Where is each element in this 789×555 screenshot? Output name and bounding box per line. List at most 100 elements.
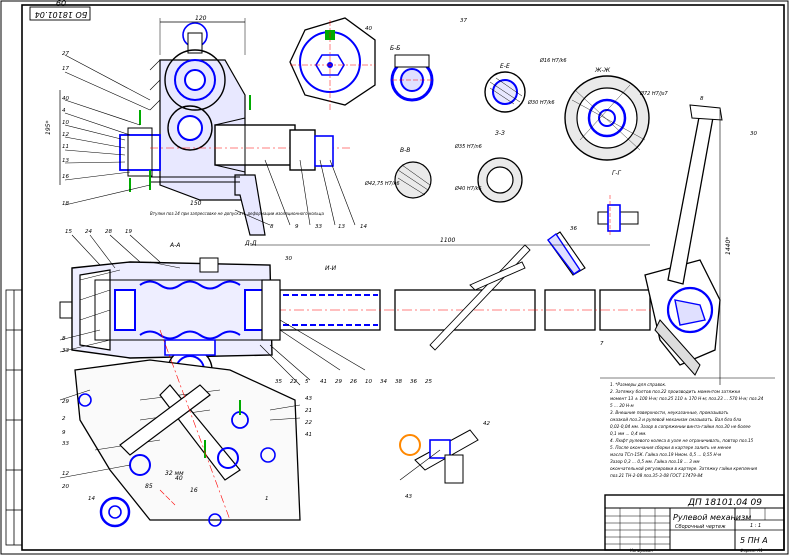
callout: 36 (570, 226, 577, 232)
callout: 4 (62, 108, 66, 114)
title-block-code: ДП 18101.04 09 (687, 498, 762, 508)
main-gear-section (59, 234, 366, 528)
dimension-label: 32 мм (165, 470, 184, 477)
callout: 9 (295, 224, 299, 230)
section-G-G-bolt (597, 195, 639, 235)
callout: 8 (62, 336, 66, 342)
callout: 41 (305, 432, 312, 438)
footer-format: Формат А1 (740, 548, 763, 553)
callout: 34 (380, 379, 387, 385)
note-line: поз.21 ТН-2-08 поз.35-3-08 ГОСТ 17479-84 (610, 473, 703, 478)
callout: 11 (62, 144, 69, 150)
note-line: 0,1 мм ... 0,4 мм. (610, 431, 647, 436)
callout: 9 (62, 430, 66, 436)
callout: 43 (405, 494, 412, 500)
fit-annotations: Ø16 H7/k6 Ø30 H7/k6 Ø35 H7/n6 Ø40 H7/k6 … (364, 57, 669, 192)
callouts-top: 9 33 13 14 8 40 37 35 22 5 41 29 26 10 3… (270, 18, 490, 427)
section-B-B (390, 54, 434, 102)
steering-column (60, 104, 723, 385)
callout: 8 (270, 224, 274, 230)
callouts-right: 30 8 7 36 30 1 43 (265, 96, 757, 502)
callout: 25 (425, 379, 432, 385)
section-label: И-И (325, 265, 337, 272)
section-label: З-З (495, 130, 505, 137)
title-block-scale: 1 : 1 (750, 523, 761, 529)
callout: 33 (315, 224, 322, 230)
dimensions-text: 120 195* 1100 1440* 150 40 16 32 мм 85 (45, 15, 732, 494)
section-labels: Б-Б В-В Е-Е Ж-Ж З-З Г-Г А-А Д-Д И-И (169, 45, 622, 272)
technical-notes: 1. *Размеры для справок. 2. Затяжку болт… (610, 382, 764, 478)
detail-tie-rod (399, 429, 479, 484)
dimension-label: 1100 (440, 237, 455, 244)
note-line: 3. Внешние поверхности, неуказанные, про… (610, 410, 729, 415)
note-line: смазкой поз.3 и рулевой механизм смазыва… (610, 417, 742, 422)
callout: 10 (62, 120, 69, 126)
callout: 20 (62, 484, 69, 490)
note-line: окончательной регулировки в картере. Зат… (610, 466, 758, 471)
callout: 26 (350, 379, 357, 385)
note-line: 5. После окончания сборки в картере зали… (610, 445, 732, 450)
callout: 10 (365, 379, 372, 385)
callout: 14 (88, 496, 95, 502)
fit-label: Ø40 H7/k6 (454, 185, 482, 192)
callout: 12 (62, 132, 69, 138)
callout: 8 (700, 96, 704, 102)
callout: 1 (265, 496, 269, 502)
callout: 2 (62, 416, 66, 422)
callouts-left: 27 17 40 4 10 12 11 13 16 18 15 24 28 19… (62, 51, 312, 502)
section-label: А-А (169, 242, 180, 249)
fit-label: Ø35 H7/n6 (454, 143, 482, 150)
section-label: Д-Д (244, 240, 257, 247)
note-line: 0,02-0,04 мм. Зазор в сопряжении винта-г… (610, 424, 751, 429)
assembly-note: Втулки поз.14 при запрессовке не допуска… (150, 211, 324, 216)
note-line: момент 13 ± 100 Н·м; поз.25 110 ± 170 Н·… (610, 396, 764, 401)
section-V-V (394, 161, 432, 199)
callout: 33 (62, 441, 69, 447)
callout: 13 (338, 224, 345, 230)
title-block-group: 5 ПН А (740, 536, 768, 545)
callout: 22 (290, 379, 297, 385)
callout: 30 (285, 256, 292, 262)
section-hex-nut-view (289, 17, 376, 110)
callout: 42 (483, 421, 490, 427)
callout: 7 (600, 341, 604, 347)
callout: 40 (365, 26, 372, 32)
fit-label: Ø16 H7/k6 (539, 57, 567, 64)
callout: 36 (410, 379, 417, 385)
section-Zh-Zh (564, 75, 650, 161)
dimension-label: 195* (45, 121, 52, 135)
callout: 17 (62, 66, 69, 72)
dimension-label: 16 (190, 487, 198, 494)
callout: 38 (395, 379, 402, 385)
callout: 43 (305, 396, 312, 402)
top-left-gear-view (59, 18, 356, 236)
dimension-label: 85 (145, 483, 153, 490)
callout: 29 (62, 399, 69, 405)
title-block-subtitle: Сборочный чертеж (675, 524, 726, 530)
callout: 5 (305, 379, 309, 385)
callout: 24 (85, 229, 92, 235)
rotated-code-stamp: БО 18101.04 09 (34, 0, 88, 19)
callout: 35 (275, 379, 282, 385)
code-stamp-frame (29, 6, 91, 21)
callout: 29 (335, 379, 342, 385)
callout: 14 (360, 224, 367, 230)
callout: 15 (65, 229, 72, 235)
section-label: В-В (400, 147, 410, 154)
section-label: Ж-Ж (594, 67, 611, 74)
dimension-label: 40 (175, 475, 183, 482)
callout: 27 (62, 51, 69, 57)
callout: 30 (750, 131, 757, 137)
note-line: 5 ... 20 Н·м (610, 403, 634, 408)
fit-label: Ø30 H7/k6 (527, 99, 555, 106)
fit-label: Ø72 H7/js7 (639, 90, 669, 97)
callout: 16 (62, 174, 69, 180)
title-block (604, 494, 785, 551)
section-label: Б-Б (390, 45, 400, 52)
callout: 12 (62, 471, 69, 477)
callout: 22 (305, 420, 312, 426)
dimension-label: 1440* (725, 237, 732, 255)
footer-copied: Копировал (630, 548, 653, 553)
note-line: масла ТСп-15К. Гайка поз.19 Нмом. 0,5 ..… (610, 452, 721, 457)
